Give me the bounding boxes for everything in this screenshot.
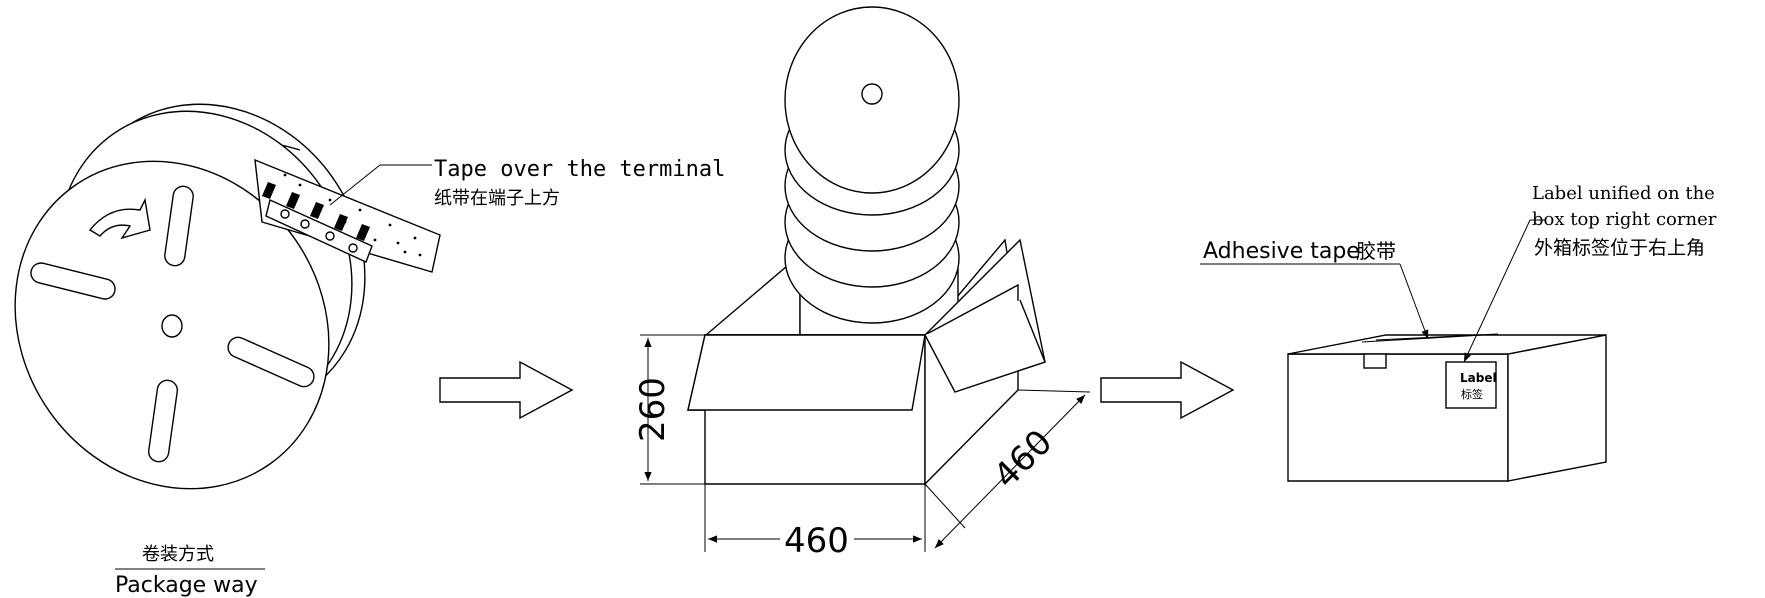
dim-depth-ext-front	[924, 483, 966, 529]
reel-slot-top	[164, 185, 194, 267]
reel-slot-bottom	[147, 379, 179, 463]
flow-arrow-2	[1100, 360, 1235, 420]
reel-callout-leader	[329, 164, 432, 206]
box-label	[1445, 361, 1497, 409]
reel-slot-left	[30, 262, 116, 300]
dim-depth-line	[934, 394, 1086, 549]
dim-width-label-bg	[780, 520, 854, 556]
tape-callout-en: Adhesive tape	[1203, 239, 1360, 264]
package-caption-zh: 卷装方式	[142, 544, 214, 565]
closed-box-drawing	[1287, 333, 1607, 482]
dim-depth-ext-back	[1017, 389, 1091, 393]
label-callout-line2: box top right corner	[1532, 209, 1717, 230]
dim-width-value: 460	[784, 521, 849, 561]
top-reel-hub	[861, 83, 883, 105]
box-label-zh: 标签	[1461, 387, 1483, 401]
reel-callout-en: Tape over the terminal	[434, 157, 725, 182]
flow-arrow-1	[439, 360, 574, 420]
label-callout-line3: 外箱标签位于右上角	[1534, 237, 1705, 259]
closed-box-side	[1507, 334, 1607, 482]
open-box-drawing	[687, 6, 1046, 486]
reel-callout-zh: 纸带在端子上方	[434, 188, 560, 209]
reel-front-flange	[14, 160, 330, 490]
label-callout-leader	[1463, 219, 1531, 363]
top-reel-face	[784, 6, 960, 194]
label-callout-line1: Label unified on the	[1532, 183, 1715, 204]
reel-slot-right	[227, 336, 315, 388]
closed-box-top	[1287, 334, 1607, 355]
reel-stack	[784, 6, 960, 336]
rotation-arrow-icon	[88, 197, 151, 240]
dim-height-value: 260	[633, 377, 673, 442]
reel-hub-hole	[161, 314, 183, 338]
tape-callout-zh: 胶带	[1356, 239, 1396, 263]
terminal-tape-strip	[254, 158, 441, 273]
package-caption-en: Package way	[115, 573, 258, 598]
box-label-en: Label	[1460, 371, 1497, 385]
tape-callout-leader	[1399, 263, 1429, 340]
reel-drawing	[14, 103, 441, 490]
carrier-strip	[265, 199, 373, 263]
terminals	[262, 182, 370, 241]
adhesive-tape-front-flap	[1363, 353, 1387, 369]
